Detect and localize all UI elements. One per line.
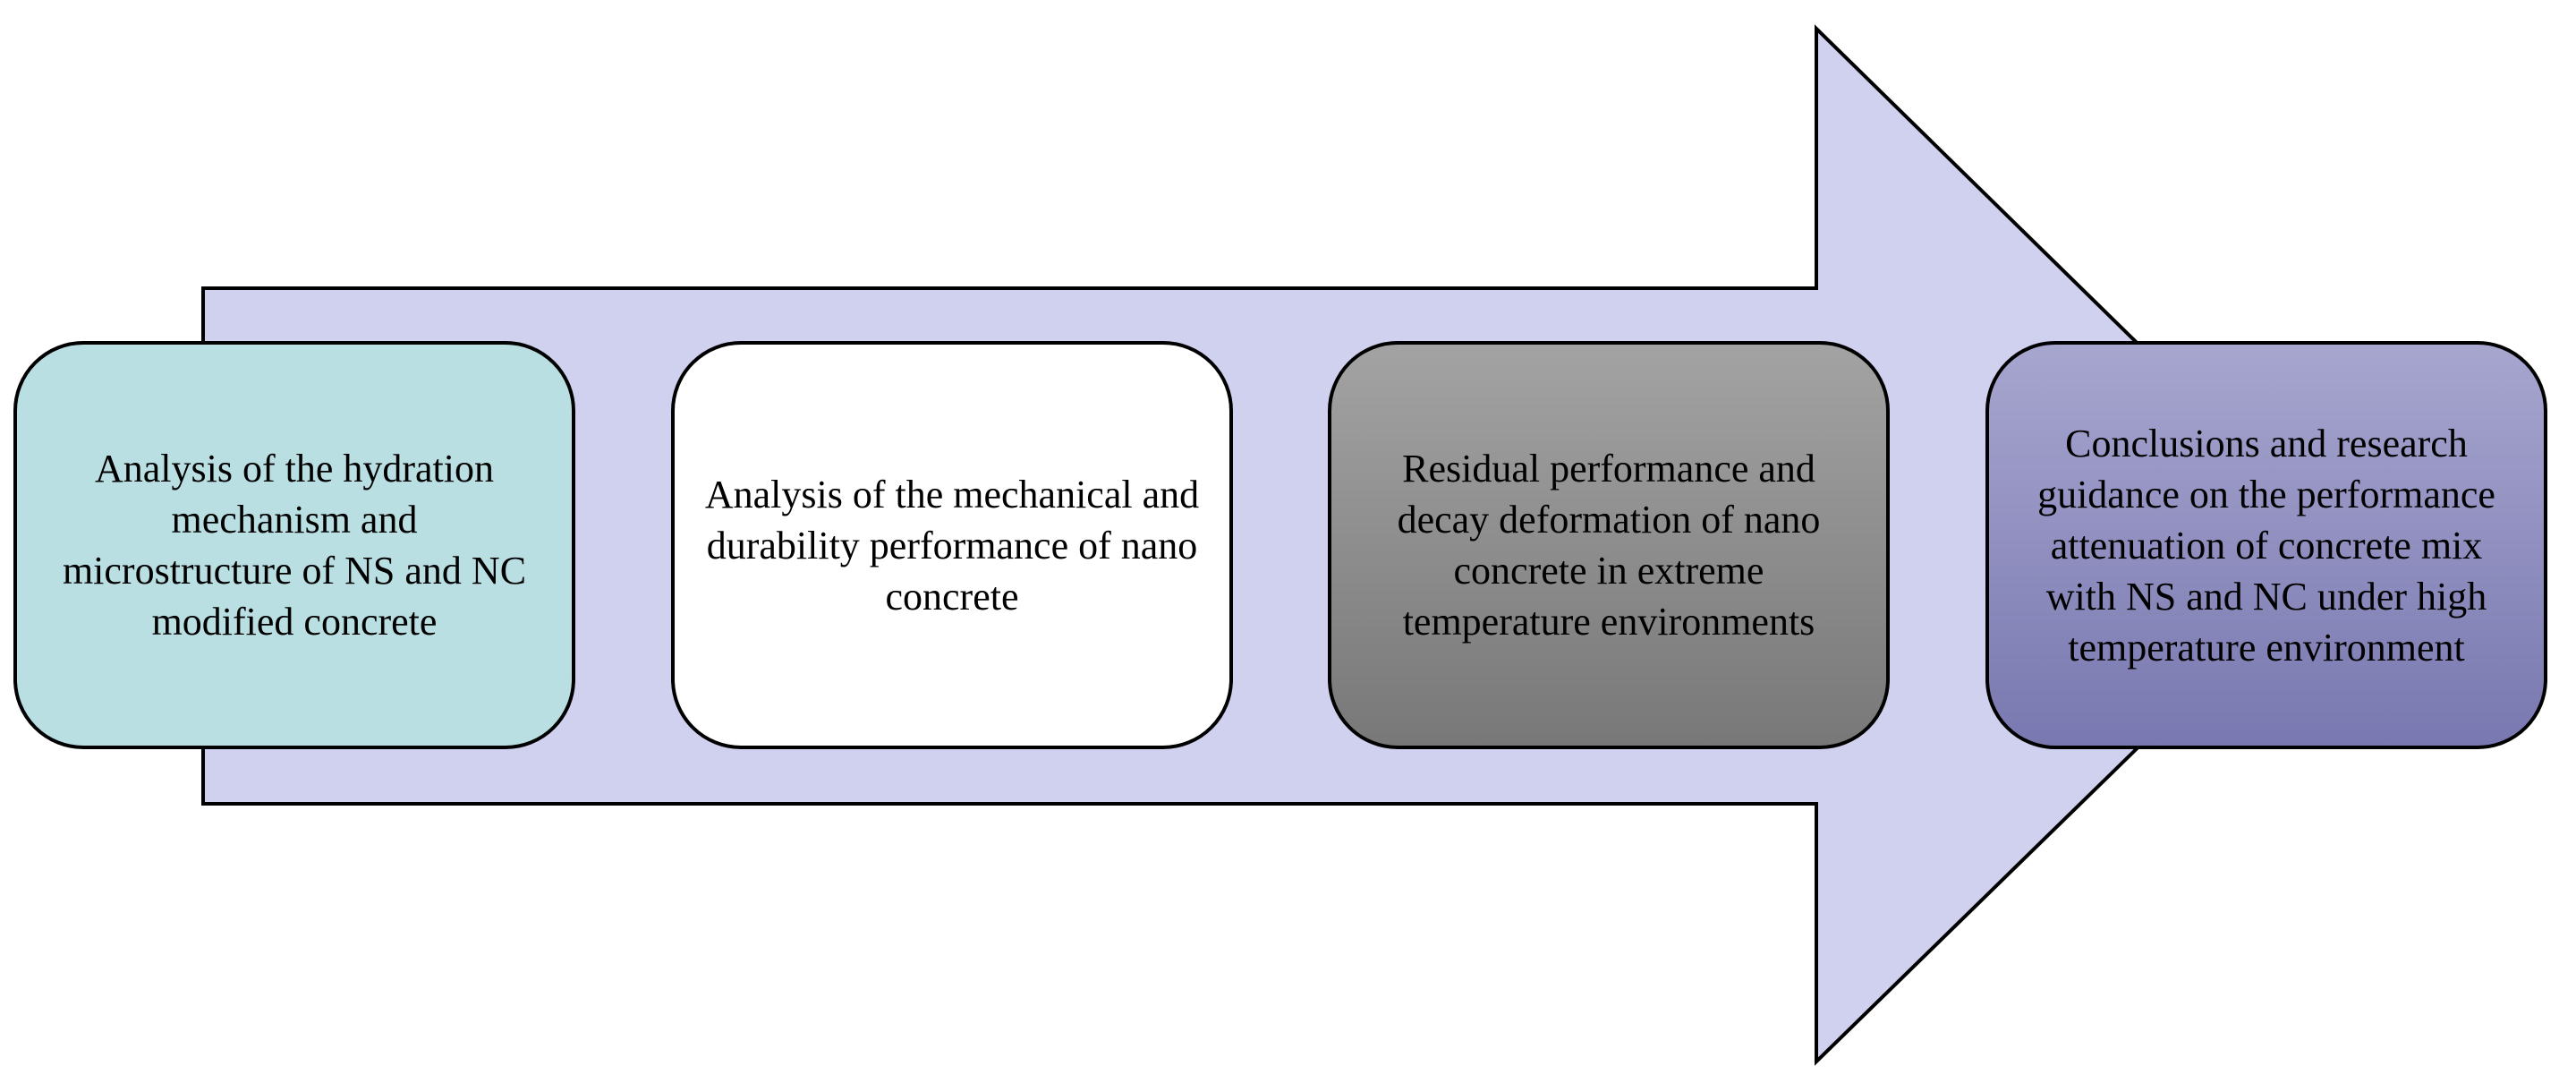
step-4-box: Conclusions and research guidance on the… bbox=[1985, 341, 2547, 749]
step-1-box: Analysis of the hydration mechanism and … bbox=[13, 341, 575, 749]
step-3-box: Residual performance and decay deformati… bbox=[1328, 341, 1890, 749]
step-1-text: Analysis of the hydration mechanism and … bbox=[62, 447, 527, 644]
step-3-text: Residual performance and decay deformati… bbox=[1397, 447, 1821, 644]
step-2-text: Analysis of the mechanical and durabilit… bbox=[704, 472, 1200, 619]
step-4-text: Conclusions and research guidance on the… bbox=[2037, 421, 2495, 670]
arrow-shape bbox=[201, 24, 2347, 1066]
step-2-box: Analysis of the mechanical and durabilit… bbox=[671, 341, 1233, 749]
